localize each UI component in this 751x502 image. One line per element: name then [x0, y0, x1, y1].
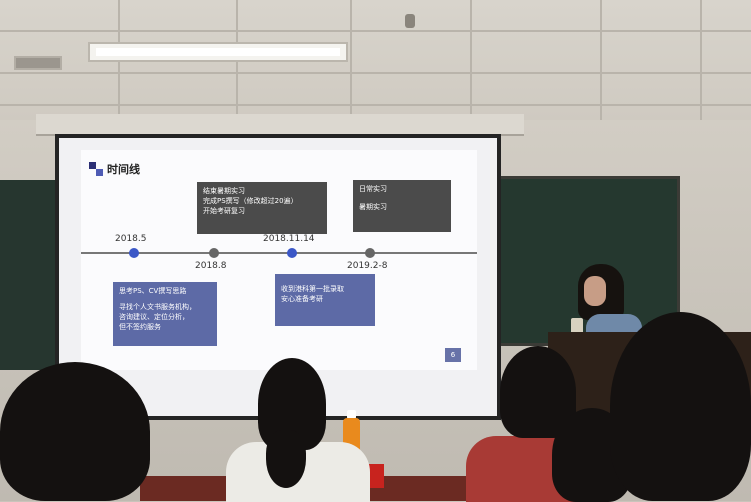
- timeline-date: 2018.11.14: [263, 234, 315, 244]
- ceiling-grid-line: [600, 0, 602, 120]
- timeline-date: 2019.2-8: [347, 261, 388, 271]
- ceiling: [0, 0, 751, 120]
- milestone-text: 但不签约服务: [119, 323, 161, 331]
- title-square-icon: [89, 162, 103, 176]
- milestone-text: 安心准备考研: [281, 295, 323, 303]
- timeline-axis: [81, 252, 477, 254]
- milestone-box-2019: 日常实习 暑期实习: [353, 180, 451, 232]
- milestone-box-2018-11-14: 收到港科第一批录取 安心准备考研: [275, 274, 375, 326]
- slide: 时间线 结束暑期实习 完成PS撰写（修改超过20遍） 开始考研复习 日常实习 暑…: [81, 150, 477, 370]
- audience-ponytail: [266, 430, 306, 488]
- projector-screen-housing: [36, 114, 524, 136]
- speaker-face: [584, 276, 606, 306]
- red-cup: [368, 464, 384, 488]
- air-vent: [14, 56, 62, 70]
- milestone-text: 开始考研复习: [203, 207, 245, 215]
- timeline-date: 2018.8: [195, 261, 227, 271]
- milestone-text: 完成PS撰写（修改超过20遍）: [203, 197, 298, 205]
- milestone-box-2018-8: 结束暑期实习 完成PS撰写（修改超过20遍） 开始考研复习: [197, 182, 327, 234]
- ceiling-grid-line: [470, 0, 472, 120]
- ceiling-grid-line: [0, 72, 751, 74]
- slide-title: 时间线: [107, 163, 140, 176]
- milestone-box-2018-5: 思考PS、CV撰写思路 寻找个人文书服务机构， 咨询建议、定位分析， 但不签约服…: [113, 282, 217, 346]
- milestone-text: 结束暑期实习: [203, 187, 245, 195]
- timeline-dot: [209, 248, 219, 258]
- page-number: 6: [445, 348, 461, 362]
- milestone-text: 暑期实习: [359, 203, 387, 211]
- ceiling-light: [88, 42, 348, 62]
- smoke-detector: [405, 14, 415, 28]
- milestone-text: 咨询建议、定位分析，: [119, 313, 189, 321]
- bottle-cap: [347, 410, 356, 419]
- ceiling-grid-line: [700, 0, 702, 120]
- timeline-dot: [287, 248, 297, 258]
- timeline-dot: [129, 248, 139, 258]
- ceiling-grid-line: [0, 104, 751, 106]
- audience-head: [610, 312, 751, 501]
- ceiling-grid-line: [0, 30, 751, 32]
- milestone-text: 寻找个人文书服务机构，: [119, 303, 196, 311]
- milestone-text: 思考PS、CV撰写思路: [119, 287, 187, 295]
- timeline-date: 2018.5: [115, 234, 147, 244]
- timeline-dot: [365, 248, 375, 258]
- blackboard-left: [0, 180, 58, 370]
- audience-head: [0, 362, 150, 501]
- ceiling-grid-line: [350, 0, 352, 120]
- milestone-text: 日常实习: [359, 185, 387, 193]
- milestone-text: 收到港科第一批录取: [281, 285, 344, 293]
